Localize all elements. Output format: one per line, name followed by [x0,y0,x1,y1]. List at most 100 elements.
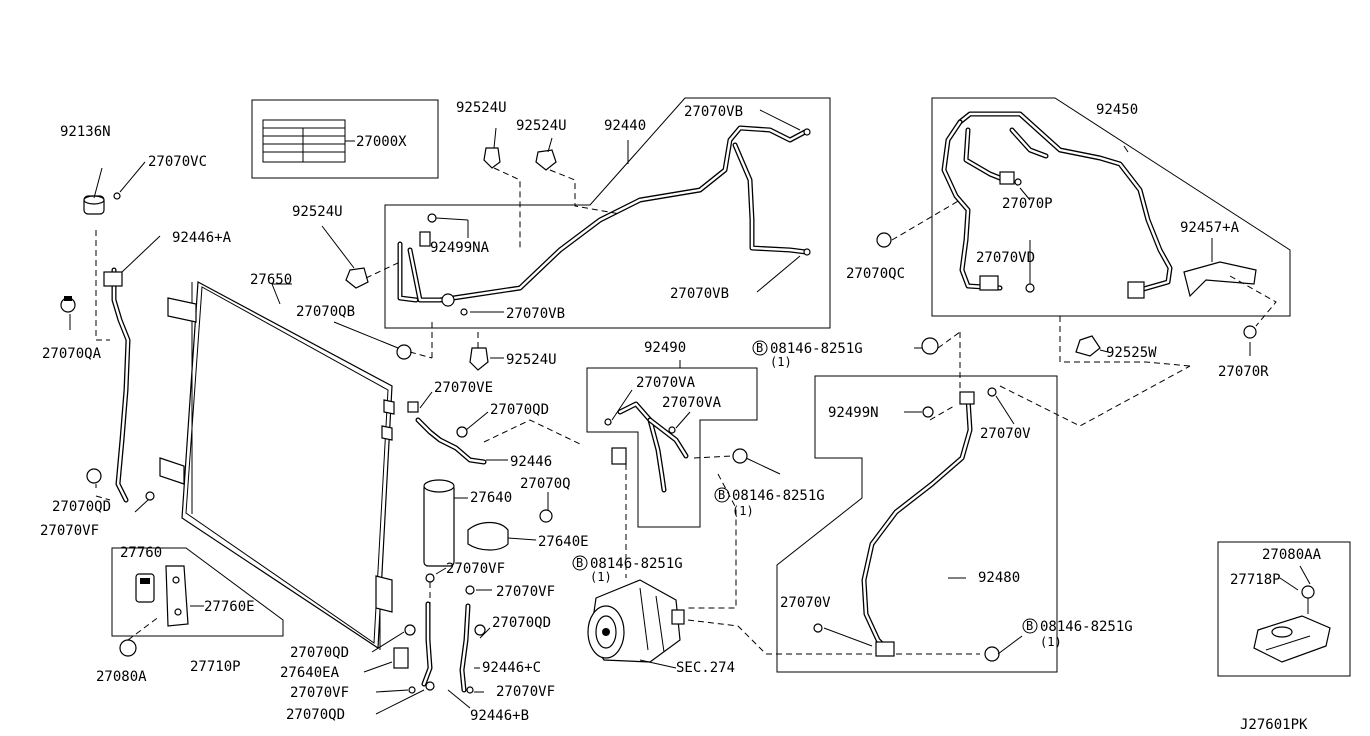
nut-27070R [1243,325,1257,339]
label-27070QD-left: 27070QD [52,499,111,515]
label-27070V-a: 27070V [980,426,1031,442]
label-27070QC: 27070QC [846,266,905,282]
o-ring-92499N [922,406,934,418]
bolt-symbol-d [1022,618,1038,634]
pipe-92446 [415,417,487,465]
bolt-27080A [119,639,137,657]
label-92499NA: 92499NA [430,240,490,256]
label-27070VF-b: 27070VF [496,584,555,600]
label-27080AA: 27080AA [1262,547,1322,563]
label-27070R: 27070R [1218,364,1269,380]
sensor-27718P [1253,615,1331,663]
bolt-symbol-c-text: B [576,556,583,570]
label-92525W: 92525W [1106,345,1157,361]
label-27760E: 27760E [204,599,255,615]
clip-92524U-a [483,147,501,169]
hose-92480-frame [776,375,1058,673]
label-92480: 92480 [978,570,1020,586]
label-92450: 92450 [1096,102,1138,118]
bolt-27070Q [539,509,553,523]
hose-92440 [407,125,808,303]
label-27070VF-d: 27070VF [496,684,555,700]
label-08146-a-qty: (1) [770,355,792,369]
label-27070QD-d: 27070QD [290,645,349,661]
label-27070VD: 27070VD [976,250,1035,266]
label-box-frame [251,99,439,179]
bolt-27070QC [876,232,892,248]
label-27718P: 27718P [1230,572,1281,588]
label-27080A: 27080A [96,669,147,685]
label-92524U-c: 92524U [292,204,343,220]
bolt-08146-b [732,448,748,464]
label-27070VB-c: 27070VB [670,286,729,302]
bracket-27760E [165,565,189,627]
label-92136N: 92136N [60,124,111,140]
label-92446C: 92446+C [482,660,541,676]
label-08146-b: 08146-8251G [732,488,825,504]
o-ring-92499NA [427,213,437,223]
label-27070VF-a: 27070VF [446,561,505,577]
label-27640EA: 27640EA [280,665,340,681]
label-27070VF-left: 27070VF [40,523,99,539]
label-92490: 92490 [644,340,686,356]
label-92446B: 92446+B [470,708,529,724]
bolt-27070VB-mid [441,293,468,316]
ac-label-sticker [262,119,346,163]
pipe-92450-frame [931,97,1291,317]
compressor [587,579,685,663]
sensor-27080AA-frame [1217,541,1351,677]
bolt-27070QB [396,344,412,360]
label-27650: 27650 [250,272,292,288]
label-27070VA-a: 27070VA [636,375,696,391]
label-08146-b-qty: (1) [732,504,754,518]
label-92524U-b: 92524U [516,118,567,134]
bolt-symbol-d-text: B [1026,619,1033,633]
sensor-27710P-frame [111,547,284,637]
label-08146-c: 08146-8251G [590,556,683,572]
label-27070P: 27070P [1002,196,1053,212]
label-08146-c-qty: (1) [590,570,612,584]
label-92440: 92440 [604,118,646,134]
label-92499N: 92499N [828,405,879,421]
label-08146-d-qty: (1) [1040,635,1062,649]
label-27070QD-mid: 27070QD [490,402,549,418]
label-27760: 27760 [120,545,162,561]
bolt-symbol-b-text: B [718,488,725,502]
diagram-code: J27601PK [1240,717,1308,733]
clip-92524U-b [535,149,557,171]
receiver-drier-27640 [423,479,455,567]
clip-92524U-d [469,347,489,371]
label-27070QD-c: 27070QD [492,615,551,631]
clip-92525W [1075,335,1101,357]
label-27000X: 27000X [356,134,407,150]
bolt-symbol-a-text: B [756,341,763,355]
bolt-27080AA [1301,585,1315,614]
label-92524U-a: 92524U [456,100,507,116]
label-27070VA-b: 27070VA [662,395,722,411]
label-08146-d: 08146-8251G [1040,619,1133,635]
label-27070VB-b: 27070VB [506,306,565,322]
bracket-27640EA [393,647,409,669]
o-ring-27070VC [113,192,121,200]
bolt-symbol-c [572,555,588,571]
label-27070VB-a: 27070VB [684,104,743,120]
cap-92136N [83,195,105,215]
label-27070QA: 27070QA [42,346,102,362]
sensor-27760 [135,573,155,603]
label-27070VF-c: 27070VF [290,685,349,701]
label-27070V-b: 27070V [780,595,831,611]
label-SEC274: SEC.274 [676,660,735,676]
condenser-27650 [159,281,395,650]
hose-92490-frame [586,367,758,528]
clip-92524U-c [345,267,369,289]
bolt-27070QD-left [86,468,102,484]
label-27070QD-e: 27070QD [286,707,345,723]
label-08146-a: 08146-8251G [770,341,863,357]
label-27070VE: 27070VE [434,380,493,396]
bracket-27640E [467,521,509,551]
label-27070QB: 27070QB [296,304,355,320]
label-27070Q: 27070Q [520,476,571,492]
bolt-symbol-a [752,340,768,356]
